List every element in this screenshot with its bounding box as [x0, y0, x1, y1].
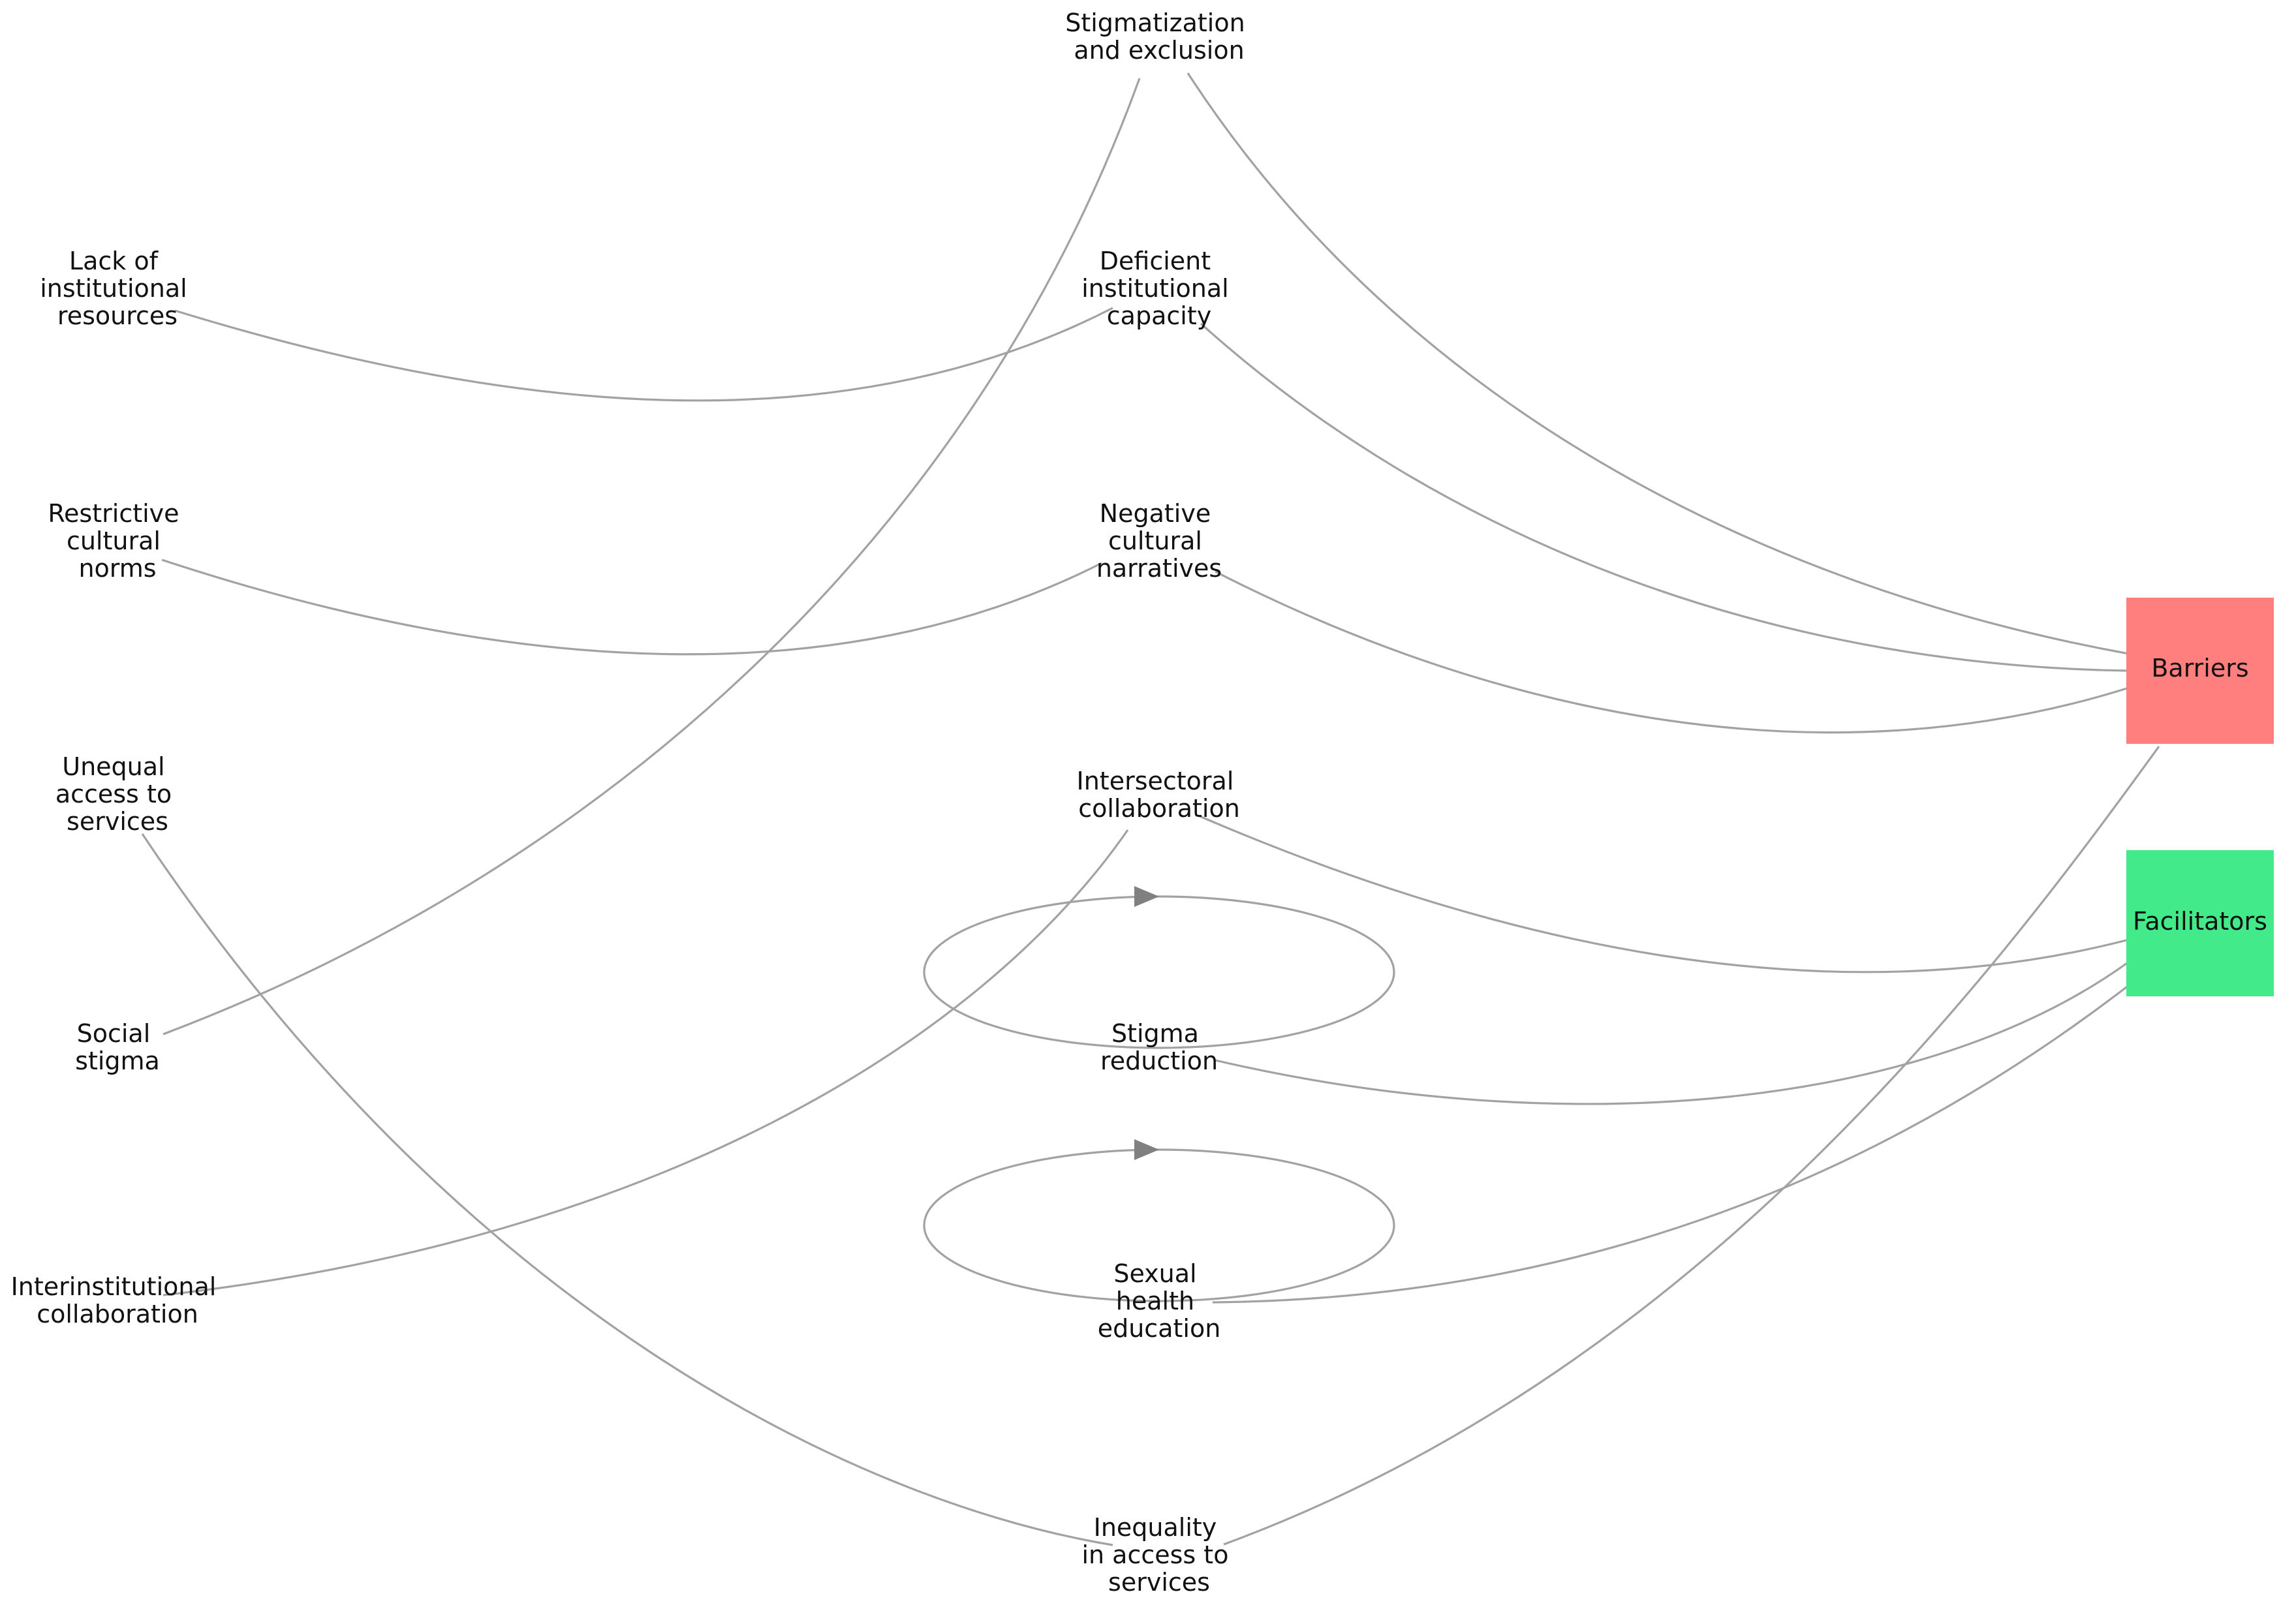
edge-sexual-health-facilitators	[1212, 984, 2130, 1304]
node-line: education	[1098, 1314, 1221, 1343]
node-unequal-access-to-services[interactable]: Unequal access to services	[55, 752, 179, 836]
node-line: and exclusion	[1074, 36, 1244, 65]
node-sexual-health-education[interactable]: Sexual health education	[1098, 1259, 1221, 1343]
node-stigmatization-and-exclusion[interactable]: Stigmatization and exclusion	[1065, 8, 1253, 65]
node-social-stigma[interactable]: Social stigma	[75, 1019, 160, 1075]
node-line: stigma	[75, 1047, 160, 1075]
node-line: cultural	[1108, 527, 1202, 555]
edge-deficient-capacity-barriers	[1200, 322, 2130, 672]
node-line: capacity	[1107, 301, 1211, 330]
node-interinstitutional-collaboration[interactable]: Interinstitutional collaboration	[11, 1272, 225, 1328]
edge-restrictive-norms-negative-narratives	[161, 559, 1102, 656]
node-line: in access to	[1081, 1540, 1228, 1569]
node-line: resources	[57, 301, 178, 330]
self-loop-arrow-sexual-health	[1134, 1139, 1159, 1160]
facilitators-label: Facilitators	[2133, 907, 2267, 936]
edge-lack-resources-deficient-capacity	[174, 307, 1113, 402]
self-loop-arrow-stigma-reduction	[1134, 886, 1159, 907]
edges-layer	[141, 72, 2160, 1546]
node-line: Unequal	[62, 752, 164, 781]
edge-intersectoral-facilitators	[1198, 814, 2130, 973]
node-intersectoral-collaboration[interactable]: Intersectoral collaboration	[1077, 767, 1242, 823]
node-negative-cultural-narratives[interactable]: Negative cultural narratives	[1096, 499, 1222, 583]
category-barriers[interactable]: Barriers	[2126, 598, 2274, 744]
node-line: services	[1108, 1568, 1210, 1597]
node-line: Negative	[1100, 499, 1211, 528]
node-line: health	[1116, 1287, 1194, 1315]
node-line: Stigma	[1111, 1019, 1199, 1048]
edge-unequal-access-inequality-access	[141, 833, 1113, 1546]
barriers-box	[2126, 598, 2274, 744]
barriers-label: Barriers	[2151, 654, 2248, 682]
node-line: reduction	[1100, 1047, 1218, 1075]
node-line: institutional	[40, 274, 187, 303]
node-line: Lack of	[69, 247, 159, 275]
node-line: Inequality	[1094, 1513, 1217, 1542]
edge-interinstitutional-intersectoral	[163, 829, 1129, 1296]
node-line: Sexual	[1113, 1259, 1196, 1288]
edge-inequality-access-barriers	[1223, 746, 2160, 1546]
node-deficient-institutional-capacity[interactable]: Deficient institutional capacity	[1081, 247, 1237, 330]
edge-negative-narratives-barriers	[1215, 570, 2130, 734]
node-line: institutional	[1081, 274, 1229, 303]
node-line: Deficient	[1100, 247, 1211, 275]
node-restrictive-cultural-norms[interactable]: Restrictive cultural norms	[48, 499, 187, 583]
node-line: Stigmatization	[1065, 8, 1245, 37]
node-line: Interinstitutional	[11, 1272, 217, 1301]
node-line: collaboration	[1078, 794, 1240, 823]
node-line: Intersectoral	[1077, 767, 1234, 795]
node-line: collaboration	[37, 1300, 198, 1328]
node-line: cultural	[67, 527, 161, 555]
node-line: norms	[78, 554, 156, 583]
nodes-layer: Stigmatization and exclusion Lack of ins…	[11, 8, 1253, 1597]
edge-social-stigma-stigmatization	[163, 78, 1141, 1035]
node-lack-of-institutional-resources[interactable]: Lack of institutional resources	[40, 247, 195, 330]
node-inequality-in-access-to-services[interactable]: Inequality in access to services	[1081, 1513, 1236, 1597]
node-line: Restrictive	[48, 499, 179, 528]
node-line: narratives	[1096, 554, 1222, 583]
edge-stigma-reduction-facilitators	[1215, 960, 2130, 1105]
edge-stigmatization-barriers	[1187, 72, 2130, 655]
facilitators-box	[2126, 850, 2274, 996]
node-line: access to	[55, 780, 172, 808]
node-line: services	[67, 807, 168, 836]
node-line: Social	[77, 1019, 151, 1048]
category-facilitators[interactable]: Facilitators	[2126, 850, 2274, 996]
node-stigma-reduction[interactable]: Stigma reduction	[1100, 1019, 1218, 1075]
